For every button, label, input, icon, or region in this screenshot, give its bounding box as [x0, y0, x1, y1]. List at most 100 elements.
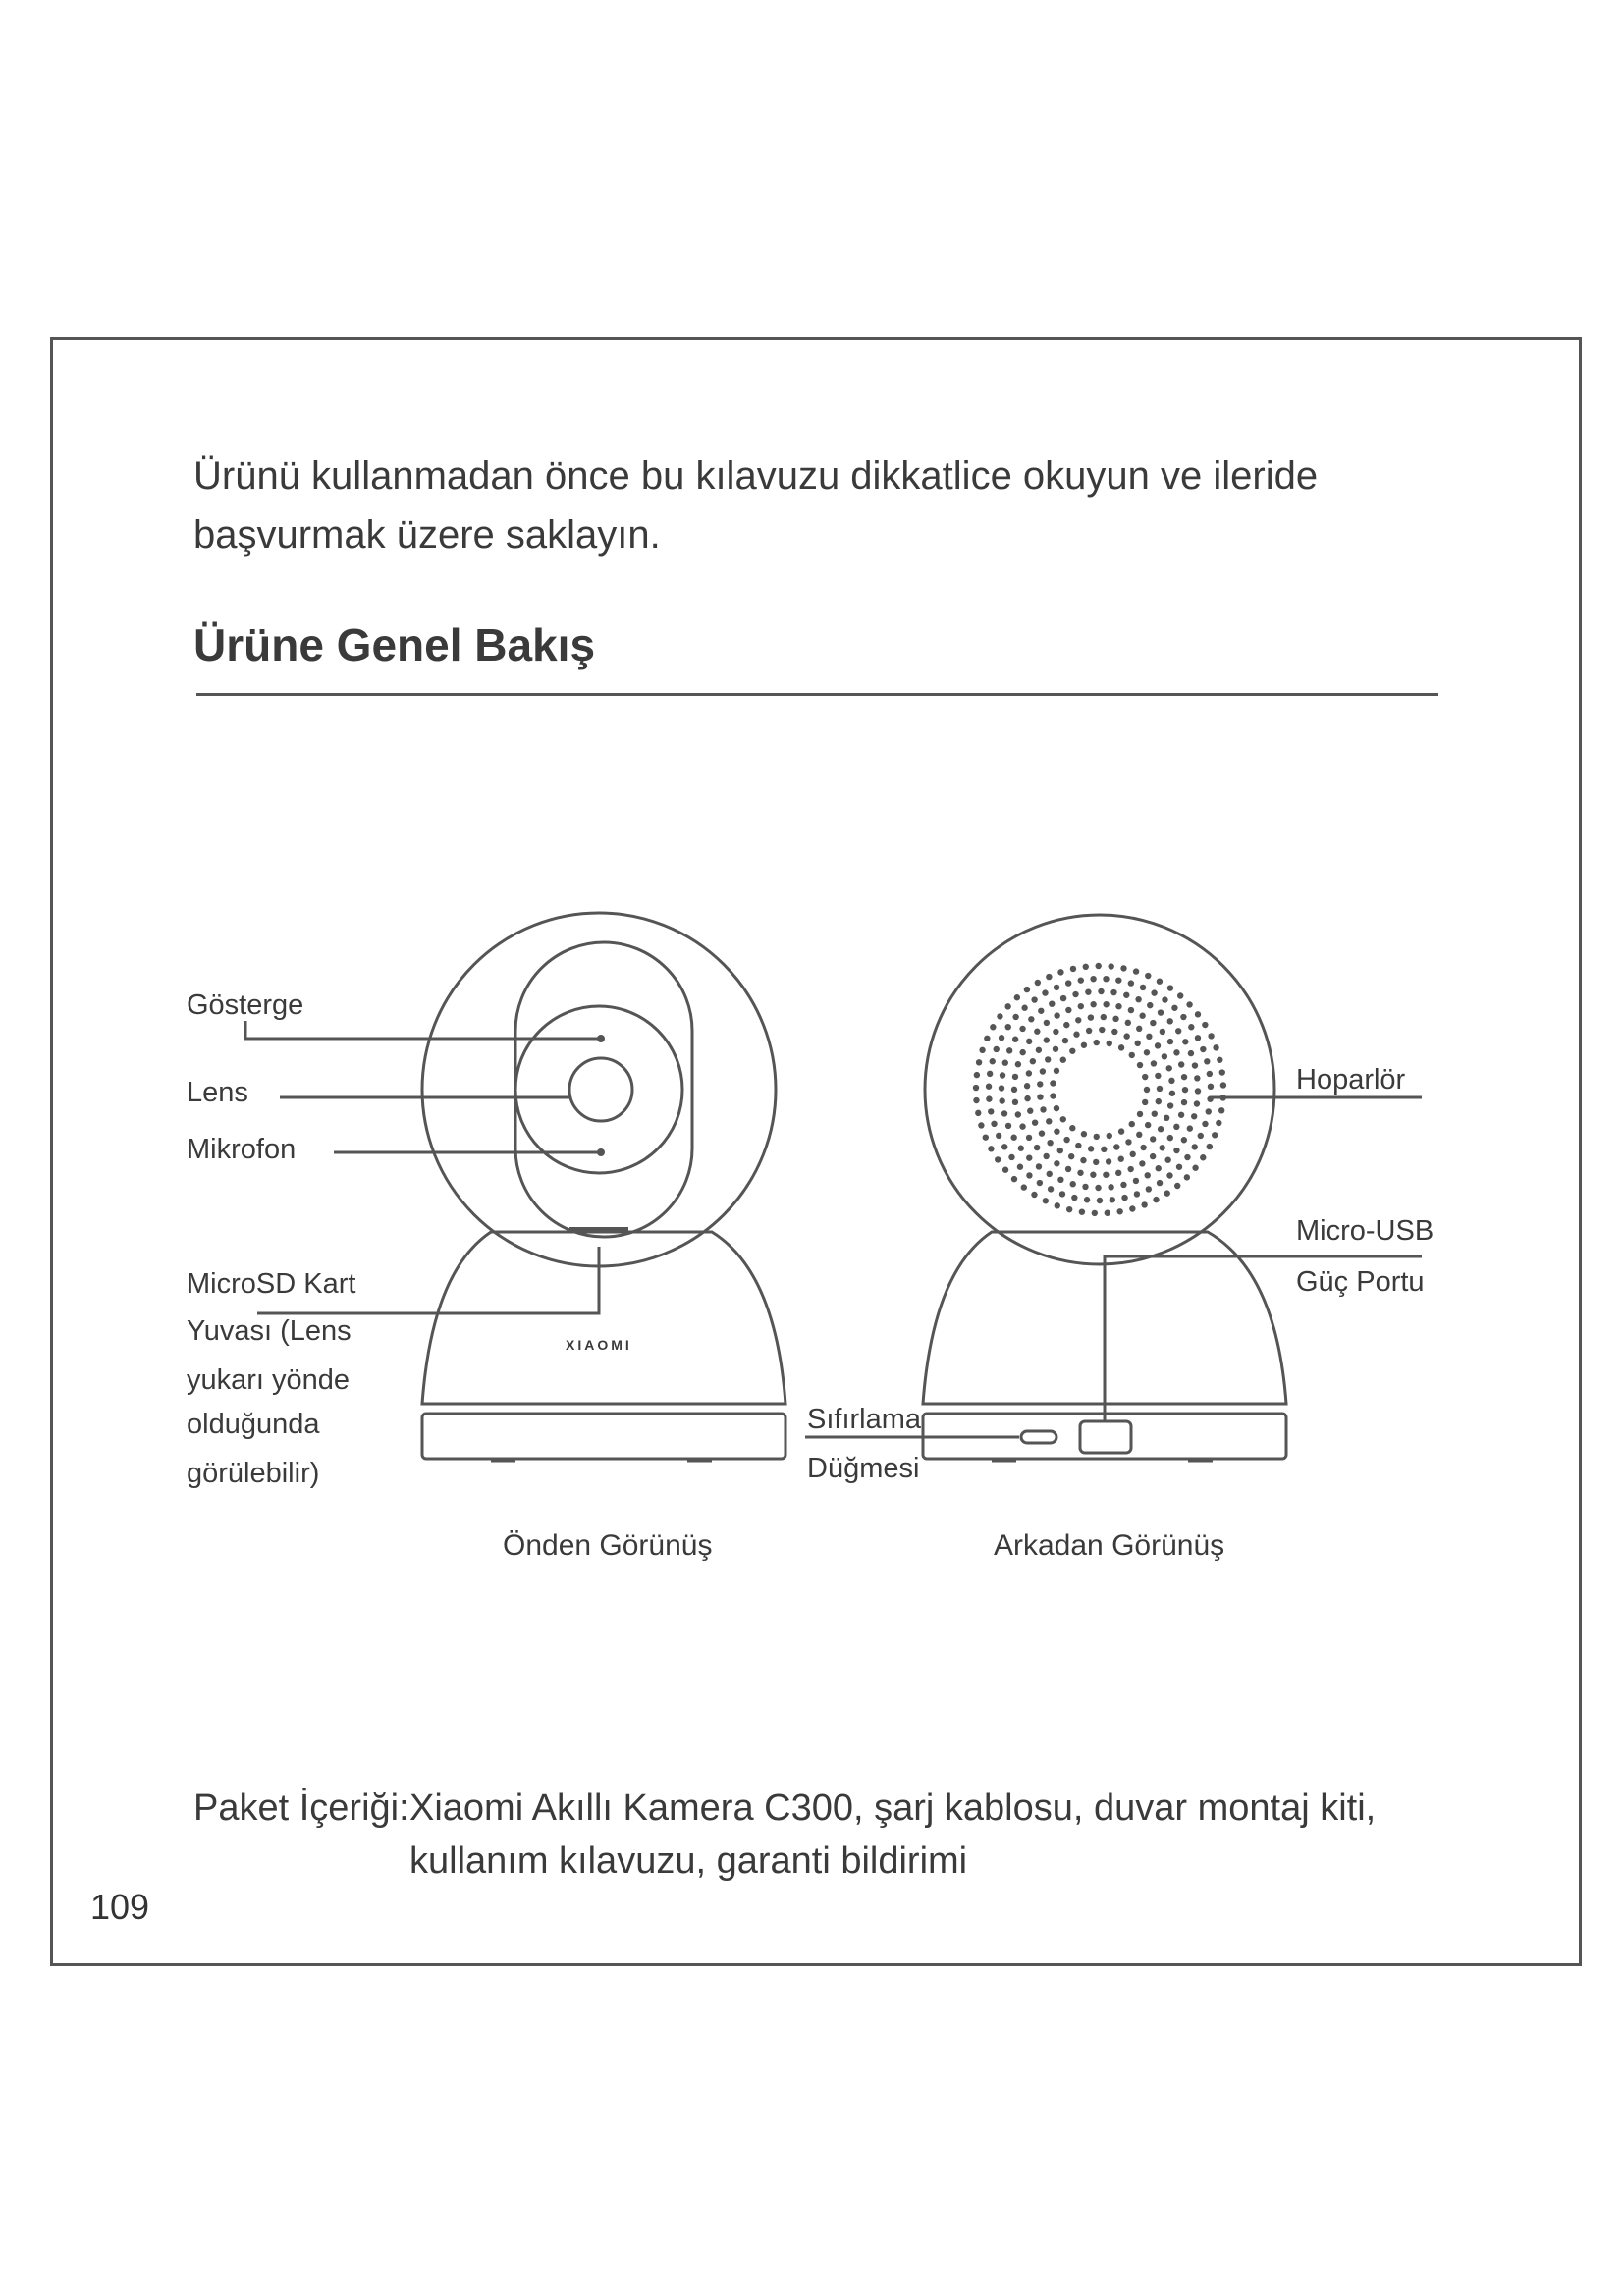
grille-dot [1115, 1169, 1122, 1177]
usb-port-icon [1078, 1419, 1133, 1455]
grille-dot [1057, 969, 1064, 976]
grille-dot [1154, 1042, 1162, 1049]
grille-dot [1202, 1021, 1209, 1029]
label-reset-1: Sıfırlama [807, 1404, 922, 1435]
caption-front-view: Önden Görünüş [503, 1529, 713, 1562]
grille-dot [1046, 1118, 1053, 1125]
grille-dot [1128, 1120, 1135, 1128]
grille-dot [1168, 1090, 1176, 1096]
grille-dot [972, 1084, 980, 1092]
grille-dot [1164, 1190, 1170, 1197]
grille-dot [991, 1120, 998, 1128]
grille-dot [1139, 1160, 1146, 1167]
grille-dot [1166, 1102, 1174, 1109]
grille-dot [1150, 1060, 1158, 1067]
grille-dot [1090, 1171, 1097, 1178]
grille-dot [1156, 1085, 1164, 1093]
grille-dot [1180, 1098, 1188, 1106]
grille-dot [1004, 1023, 1011, 1031]
grille-dot [1101, 1146, 1108, 1153]
grille-dot [1065, 980, 1072, 987]
grille-dot [1163, 1114, 1170, 1122]
grille-dot [1011, 1098, 1019, 1106]
grille-dot [1103, 1171, 1110, 1178]
label-usb-2: Güç Portu [1296, 1266, 1425, 1298]
grille-dot [1054, 1012, 1060, 1019]
grille-dot [1021, 1004, 1028, 1011]
grille-dot [1034, 1028, 1041, 1035]
grille-dot [1019, 1048, 1026, 1056]
grille-dot [1117, 1128, 1125, 1135]
grille-dot [1128, 1051, 1135, 1059]
grille-dot [1056, 1147, 1063, 1154]
label-microphone: Mikrofon [187, 1134, 297, 1165]
grille-dot [998, 1085, 1005, 1092]
grille-dot [1059, 1116, 1066, 1123]
grille-dot [1173, 1147, 1180, 1154]
grille-dot [1155, 1165, 1162, 1172]
grille-dot [1043, 1037, 1051, 1043]
grille-dot [1053, 1028, 1059, 1036]
grille-dot [1017, 1145, 1024, 1151]
grille-dot [1040, 1106, 1047, 1113]
grille-dot [994, 1156, 1001, 1163]
grille-dot [1164, 1156, 1171, 1163]
grille-dot [1135, 995, 1142, 1003]
grille-dot [1157, 1009, 1164, 1016]
rear-callout-lines [805, 1095, 1422, 1439]
grille-dot [993, 1045, 1000, 1053]
grille-dot [1087, 1146, 1095, 1152]
grille-dot [1153, 1196, 1160, 1203]
grille-dot [1194, 1035, 1202, 1041]
grille-dot [999, 1072, 1006, 1079]
grille-dot [1019, 1025, 1026, 1033]
grille-dot [1035, 1163, 1043, 1170]
grille-dot [1026, 1154, 1033, 1161]
grille-dot [1087, 1014, 1095, 1021]
camera-rear-illustration [921, 913, 1288, 1463]
grille-dot [1004, 1003, 1011, 1010]
grille-dot [1106, 1040, 1112, 1047]
grille-dot [1095, 962, 1102, 970]
grille-dot [1052, 1045, 1059, 1052]
grille-dot [1166, 1018, 1173, 1025]
grille-dot [1016, 1163, 1024, 1170]
grille-dot [1143, 1049, 1151, 1056]
grille-dot [1047, 1186, 1055, 1193]
grille-dot [1123, 1033, 1130, 1040]
grille-dot [1039, 1068, 1047, 1075]
grille-dot [1142, 1098, 1149, 1106]
grille-dot [1098, 988, 1105, 995]
front-callout-lines [244, 1021, 601, 1315]
grille-dot [1046, 1170, 1053, 1178]
grille-dot [1123, 991, 1130, 998]
grille-dot [1136, 1061, 1144, 1069]
grille-dot [1156, 978, 1164, 985]
grille-dot [990, 1024, 997, 1031]
label-lens: Lens [187, 1077, 248, 1108]
grille-dot [1146, 1033, 1153, 1041]
grille-dot [1037, 1081, 1044, 1088]
grille-dot [1037, 1094, 1044, 1100]
grille-dot [1191, 1113, 1198, 1120]
grille-dot [1054, 1128, 1060, 1135]
grille-dot [988, 1146, 995, 1152]
grille-dot [1206, 1143, 1214, 1150]
label-indicator: Gösterge [187, 989, 304, 1021]
grille-dot [1193, 1100, 1201, 1107]
grille-dot [1151, 989, 1158, 996]
grille-dot [1090, 1001, 1097, 1008]
grille-dot [1061, 1037, 1069, 1044]
grille-dot [1132, 968, 1140, 975]
grille-dot [1191, 1062, 1199, 1069]
grille-dot [986, 1070, 994, 1078]
grille-dot [1207, 1083, 1215, 1091]
grille-dot [1187, 1049, 1195, 1057]
grille-dot [1111, 1028, 1118, 1036]
grille-dot [1005, 1047, 1013, 1054]
grille-dot [1031, 996, 1038, 1003]
grille-dot [1053, 1104, 1060, 1112]
grille-dot [1014, 1061, 1022, 1068]
grille-dot [1050, 1093, 1056, 1099]
intro-paragraph: Ürünü kullanmadan önce bu kılavuzu dikka… [193, 454, 1319, 557]
